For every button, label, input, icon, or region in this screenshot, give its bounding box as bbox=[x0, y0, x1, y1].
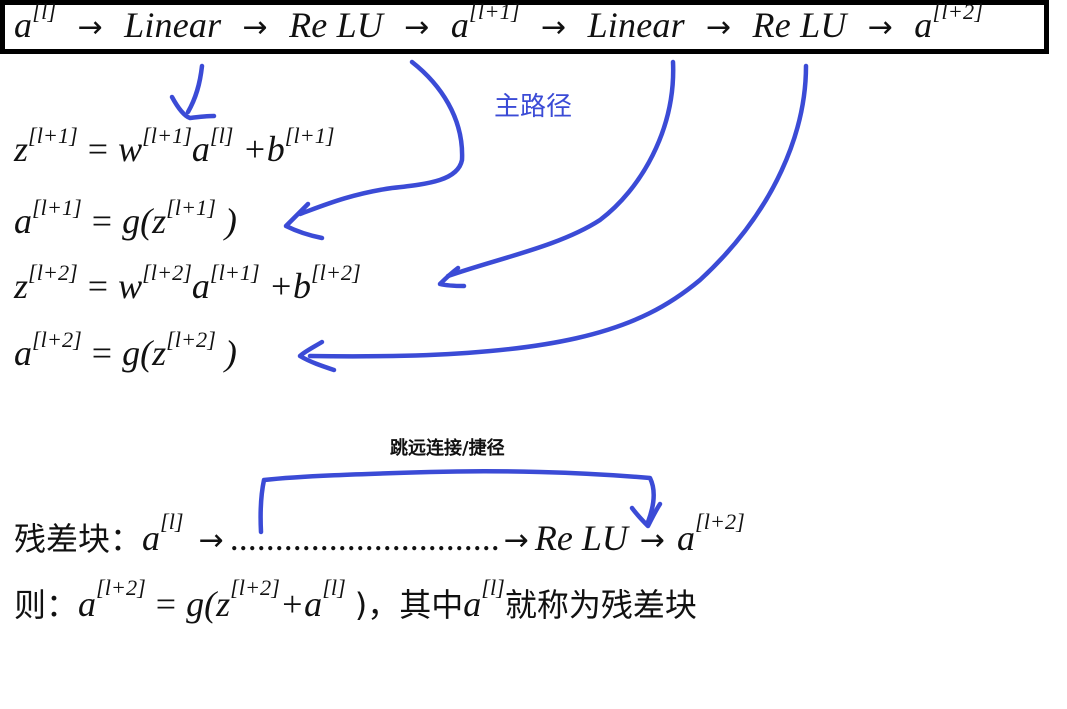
chain-a-l1: a[l+1] bbox=[450, 0, 520, 45]
top-chain-box bbox=[0, 0, 1049, 54]
chain-relu-2: Re LU bbox=[752, 5, 847, 45]
arrow-icon: → bbox=[198, 523, 224, 558]
chain-linear-2: Linear bbox=[587, 5, 685, 45]
main-path-label: 主路径 bbox=[494, 92, 573, 122]
arrow-icon: → bbox=[503, 523, 529, 558]
arrow-icon: → bbox=[706, 10, 732, 45]
arrow-icon: → bbox=[404, 10, 430, 45]
arrow-icon: → bbox=[541, 10, 567, 45]
equation-z-l1: z[l+1]=w[l+1]a[l] +b[l+1] bbox=[14, 122, 335, 169]
arrow-head-icon bbox=[283, 201, 325, 241]
arrow-head-icon bbox=[437, 265, 467, 289]
chain-a-l2: a[l+2] bbox=[914, 0, 984, 45]
residual-label: 残差块： bbox=[14, 520, 143, 558]
equation-a-l2: a[l+2]=g(z[l+2] ) bbox=[14, 326, 237, 373]
chain-linear-1: Linear bbox=[124, 5, 222, 45]
chain-a-l: a[l] bbox=[14, 0, 57, 45]
residual-block-line: 残差块：a[l] →..............................… bbox=[14, 508, 745, 558]
arrow-head-icon bbox=[169, 94, 217, 121]
arrow-icon: → bbox=[77, 10, 103, 45]
arrow-icon: → bbox=[639, 523, 666, 558]
chain-relu-1: Re LU bbox=[289, 5, 384, 45]
arrow-icon: → bbox=[242, 10, 268, 45]
arrow-to-z1-icon bbox=[185, 63, 205, 115]
skip-connection-label: 跳远连接/捷径 bbox=[390, 438, 505, 459]
equation-a-l1: a[l+1]=g(z[l+1] ) bbox=[14, 194, 237, 241]
arrow-icon: → bbox=[867, 10, 894, 45]
conclusion-line: 则：a[l+2]=g(z[l+2]+a[l] )，其中a[l]就称为残差块 bbox=[14, 574, 697, 624]
conclusion-label: 则： bbox=[14, 586, 79, 624]
arrow-head-icon bbox=[297, 339, 337, 373]
equation-z-l2: z[l+2]=w[l+2]a[l+1] +b[l+2] bbox=[14, 259, 361, 306]
top-chain: a[l] → Linear → Re LU → a[l+1] → Linear … bbox=[14, 0, 984, 46]
